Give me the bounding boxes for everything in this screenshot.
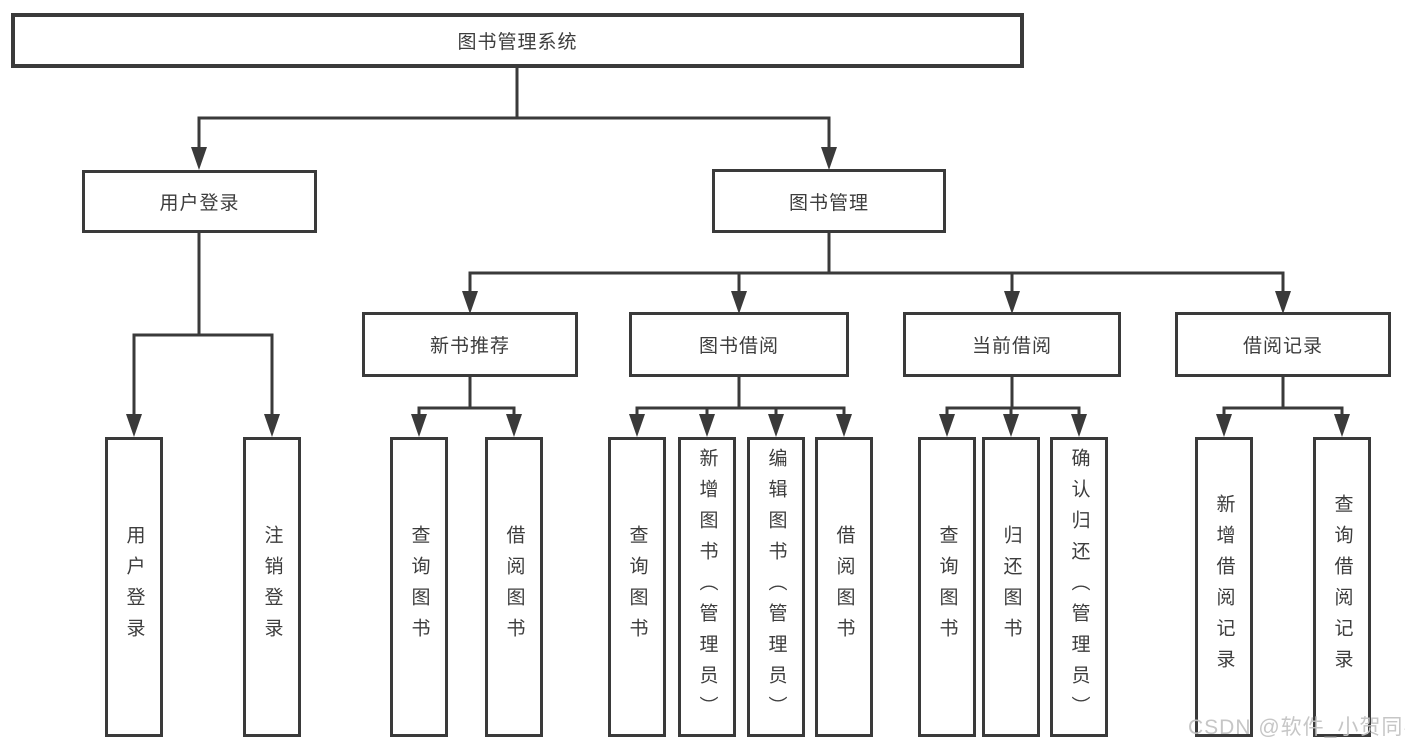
node-user-login: 用户登录 xyxy=(82,170,317,233)
leaf-query-books-recommend: 查询图书 xyxy=(390,437,448,737)
connector-borrow-records-to-leaves xyxy=(1216,377,1350,437)
leaf-add-books-admin: 新增图书（管理员） xyxy=(678,437,736,737)
leaf-borrow-books: 借阅图书 xyxy=(815,437,873,737)
arrowhead xyxy=(731,291,747,314)
arrowhead xyxy=(821,147,837,170)
arrowhead xyxy=(768,414,784,437)
arrowhead xyxy=(506,414,522,437)
arrowhead xyxy=(411,414,427,437)
leaf-return-books: 归还图书 xyxy=(982,437,1040,737)
arrowhead xyxy=(836,414,852,437)
arrowhead xyxy=(1216,414,1232,437)
node-current-borrow: 当前借阅 xyxy=(903,312,1121,377)
connector-new-book-recommend-to-leaves xyxy=(411,377,522,437)
leaf-confirm-return-admin: 确认归还（管理员） xyxy=(1050,437,1108,737)
connector-current-borrow-to-leaves xyxy=(939,377,1087,437)
node-borrow-records: 借阅记录 xyxy=(1175,312,1391,377)
arrowhead xyxy=(629,414,645,437)
arrowhead xyxy=(1004,291,1020,314)
leaf-borrow-books-recommend: 借阅图书 xyxy=(485,437,543,737)
leaf-query-borrow-record: 查询借阅记录 xyxy=(1313,437,1371,737)
arrowhead xyxy=(1003,414,1019,437)
leaf-edit-books-admin: 编辑图书（管理员） xyxy=(747,437,805,737)
arrowhead xyxy=(1334,414,1350,437)
leaf-query-books-borrow: 查询图书 xyxy=(608,437,666,737)
leaf-user-login: 用户登录 xyxy=(105,437,163,737)
arrowhead xyxy=(699,414,715,437)
arrowhead xyxy=(462,291,478,314)
node-root-library-management-system: 图书管理系统 xyxy=(11,13,1024,68)
leaf-logout: 注销登录 xyxy=(243,437,301,737)
arrowhead xyxy=(264,414,280,437)
node-book-borrow: 图书借阅 xyxy=(629,312,849,377)
node-book-management: 图书管理 xyxy=(712,169,946,233)
csdn-watermark: CSDN @软件_小贺同学 xyxy=(1188,716,1405,739)
arrowhead xyxy=(1071,414,1087,437)
connector-book-borrow-to-leaves xyxy=(629,377,852,437)
arrowhead xyxy=(1275,291,1291,314)
node-new-book-recommend: 新书推荐 xyxy=(362,312,578,377)
leaf-add-borrow-record: 新增借阅记录 xyxy=(1195,437,1253,737)
connector-root-to-level2 xyxy=(191,68,837,170)
arrowhead xyxy=(126,414,142,437)
connector-book-management-to-level3 xyxy=(462,233,1291,314)
arrowhead xyxy=(939,414,955,437)
leaf-query-books-current: 查询图书 xyxy=(918,437,976,737)
arrowhead xyxy=(191,147,207,170)
connector-user-login-to-leaves xyxy=(126,233,280,437)
